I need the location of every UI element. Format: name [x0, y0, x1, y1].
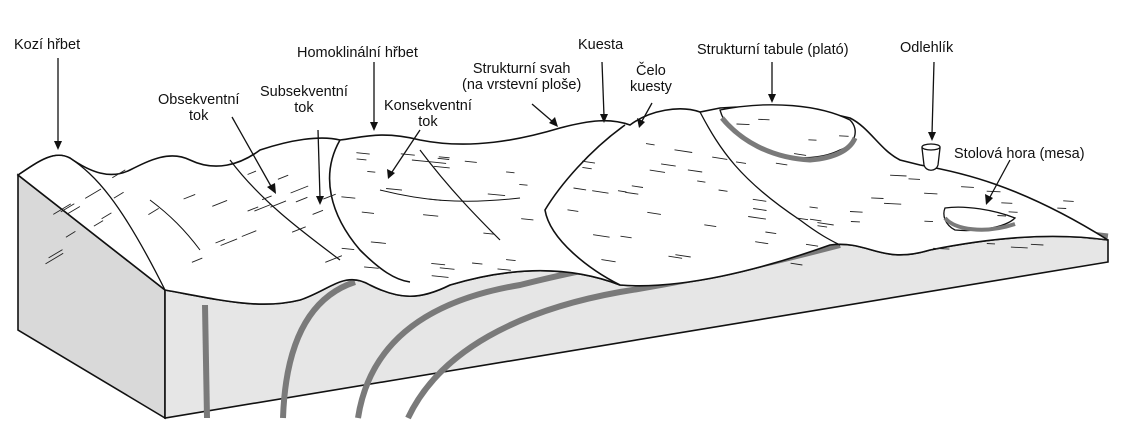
label-strukturni-tabule-text: Strukturní tabule (plató): [697, 42, 849, 58]
label-celo-line1: Čelo: [630, 63, 672, 79]
label-odlehlik: Odlehlík: [900, 40, 953, 56]
butte: [922, 148, 940, 170]
hatch-stroke: [871, 198, 883, 199]
hatch-stroke: [997, 216, 1006, 217]
label-strukturni-svah-line2: (na vrstevní ploše): [462, 77, 581, 93]
hatch-stroke: [839, 136, 849, 137]
label-konsekventni-line2: tok: [384, 114, 472, 130]
arrowhead-strukturni-svah: [549, 117, 558, 127]
label-obsekventni-line1: Obsekventní: [158, 92, 239, 108]
label-kozi-hrbet: Kozí hřbet: [14, 37, 80, 53]
label-celo-kuesty: Čelo kuesty: [630, 63, 672, 95]
label-obsekventni-tok: Obsekventní tok: [158, 92, 239, 124]
label-homoklinalni-text: Homoklinální hřbet: [297, 45, 418, 61]
stratum-left-vertical: [205, 305, 207, 418]
label-strukturni-svah: Strukturní svah (na vrstevní ploše): [462, 61, 581, 93]
hatch-stroke: [1063, 201, 1074, 202]
label-odlehlik-text: Odlehlík: [900, 40, 953, 56]
label-subsekventni-line1: Subsekventní: [260, 84, 348, 100]
label-kuesta-text: Kuesta: [578, 37, 623, 53]
label-stolova-hora-text: Stolová hora (mesa): [954, 146, 1085, 162]
hatch-stroke: [1001, 203, 1012, 204]
arrowhead-odlehlik: [928, 132, 936, 141]
label-obsekventni-line2: tok: [158, 108, 239, 124]
arrow-strukturni-svah: [532, 104, 553, 122]
arrow-kuesta: [602, 62, 604, 116]
hatch-stroke: [909, 179, 921, 180]
label-kozi-hrbet-text: Kozí hřbet: [14, 37, 80, 53]
label-subsekventni-line2: tok: [260, 100, 348, 116]
label-stolova-hora: Stolová hora (mesa): [954, 146, 1085, 162]
label-subsekventni-tok: Subsekventní tok: [260, 84, 348, 116]
arrow-odlehlik: [932, 62, 934, 134]
hatch-stroke: [758, 119, 769, 120]
label-strukturni-tabule: Strukturní tabule (plató): [697, 42, 849, 58]
label-konsekventni-line1: Konsekventní: [384, 98, 472, 114]
label-kuesta: Kuesta: [578, 37, 623, 53]
label-konsekventni-tok: Konsekventní tok: [384, 98, 472, 130]
label-strukturni-svah-line1: Strukturní svah: [462, 61, 581, 77]
arrowhead-kozi-hrbet: [54, 141, 62, 150]
hatch-stroke: [1009, 212, 1018, 213]
arrowhead-strukturni-tabule: [768, 94, 776, 103]
butte-top: [922, 144, 940, 150]
label-celo-line2: kuesty: [630, 79, 672, 95]
arrowhead-homoklinalni: [370, 122, 378, 131]
label-homoklinalni-hrbet: Homoklinální hřbet: [297, 45, 418, 61]
hatch-stroke: [737, 124, 750, 125]
